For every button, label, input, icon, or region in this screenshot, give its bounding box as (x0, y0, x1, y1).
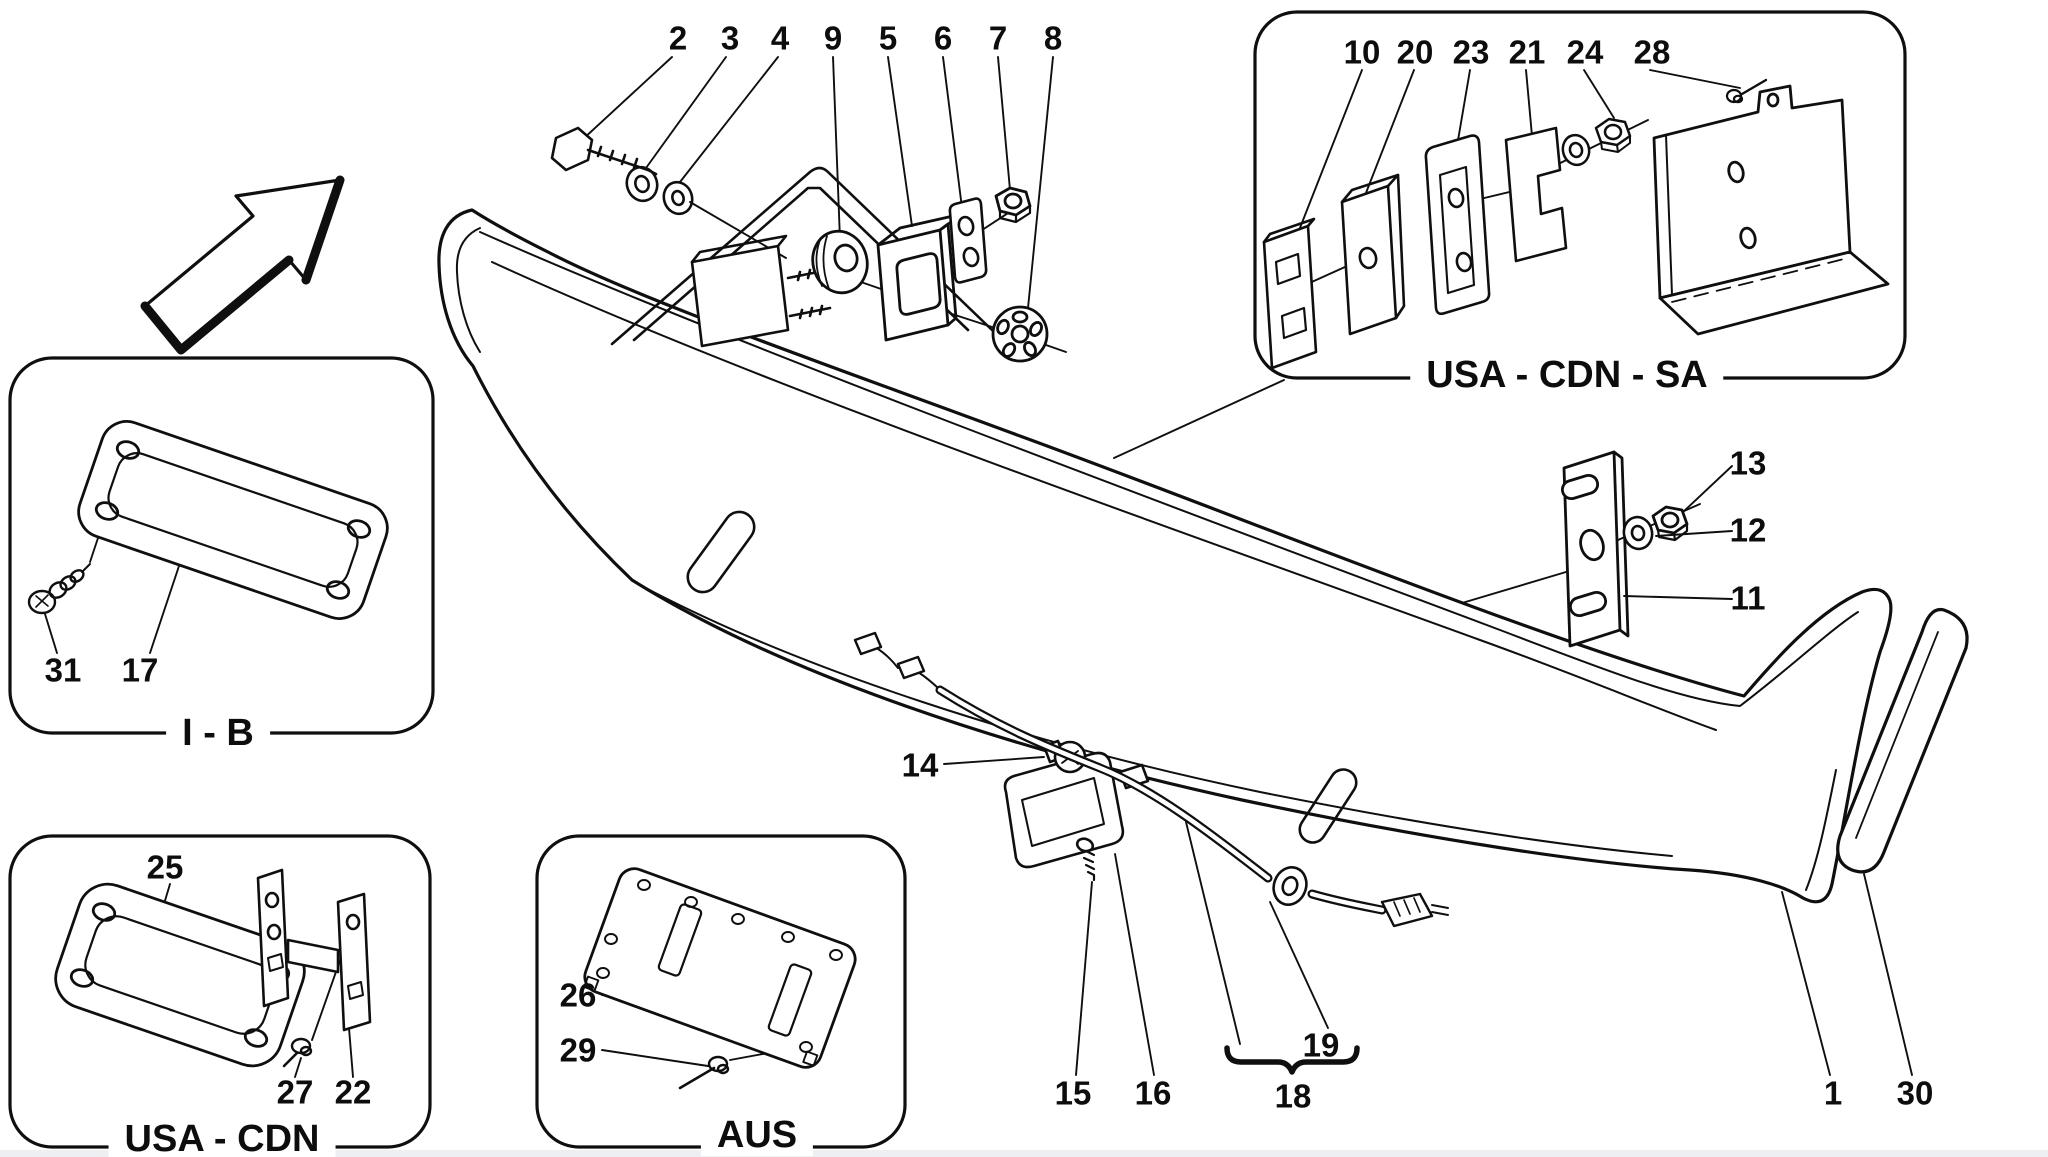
rivet-29 (678, 1055, 730, 1090)
screw-15 (1075, 837, 1096, 882)
nut-13 (1651, 505, 1689, 542)
washer-nut-24 (1561, 117, 1632, 167)
bottom-strip (0, 1150, 2048, 1157)
clip-21 (1504, 126, 1568, 263)
nut-7 (994, 186, 1032, 224)
plate-6 (948, 197, 988, 284)
washer-12 (1622, 515, 1654, 551)
washer-4 (662, 180, 694, 216)
channel-23 (1424, 134, 1491, 316)
plate-gasket-17 (77, 420, 389, 620)
harness-connector (1380, 892, 1449, 928)
bracket-5 (876, 212, 964, 342)
bumper-body (437, 208, 1893, 904)
spoke-washer-8 (991, 305, 1049, 363)
plate-frame-25 (54, 882, 306, 1068)
bracket-11 (1560, 450, 1630, 648)
bumper-vent-right (1298, 768, 1358, 844)
direction-arrow-icon (140, 175, 345, 355)
mount-plate-26 (583, 867, 857, 1069)
bumper-vent-left (686, 510, 756, 594)
washer-3 (625, 165, 659, 203)
slotted-plate-10 (1262, 217, 1318, 370)
screw-31 (27, 563, 91, 615)
brace-18 (1224, 1045, 1360, 1075)
grommet-9 (811, 229, 869, 295)
rivet-28 (1725, 78, 1768, 104)
pin-27 (282, 1037, 313, 1068)
h-bracket-22 (256, 868, 372, 1032)
stud-bracket (690, 234, 832, 348)
trim-strip-30 (1836, 607, 1969, 874)
spacer-block-20 (1340, 173, 1406, 336)
l-bracket (1652, 84, 1890, 336)
wiring-harness (853, 631, 1449, 928)
harness-grommet-19 (1272, 866, 1308, 906)
